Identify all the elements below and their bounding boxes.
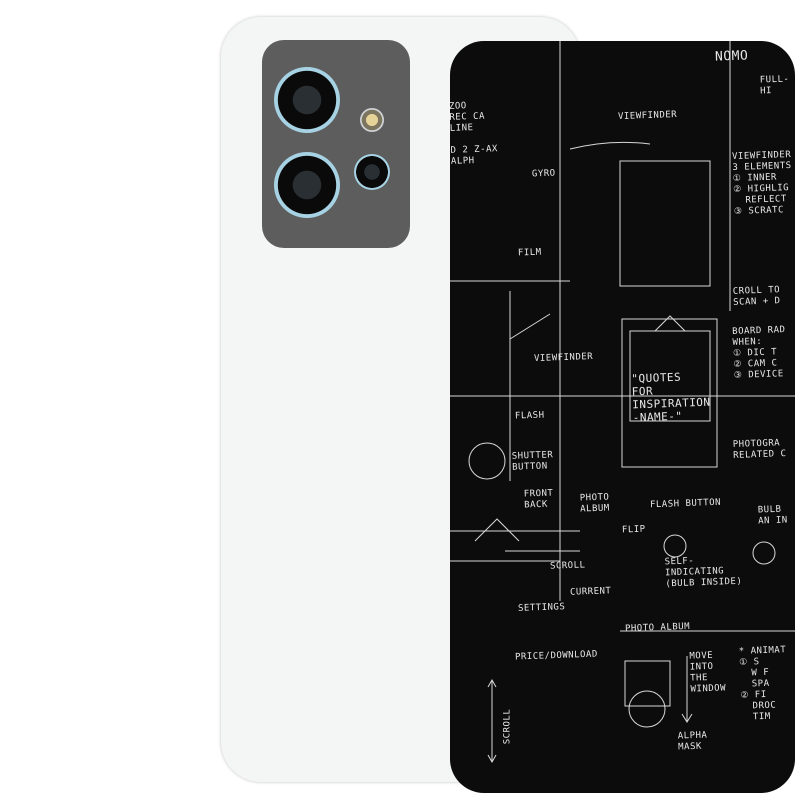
phone-case: NOMO FULL- HI VIEWFINDER VIEWFINDER 3 EL… xyxy=(221,17,795,793)
note-photograph: PHOTOGRA RELATED C xyxy=(732,438,787,461)
note-flip: FLIP xyxy=(621,524,646,536)
note-left: ZOO REC CA LINE D 2 Z-AX ALPH xyxy=(450,101,499,167)
note-scroll-vertical: SCROLL xyxy=(502,708,513,745)
note-flash: FLASH xyxy=(514,410,545,422)
note-full: FULL- HI xyxy=(759,74,790,97)
note-nomo: NOMO xyxy=(714,48,749,65)
note-settings: SETTINGS xyxy=(517,602,566,614)
note-film: FILM xyxy=(517,247,542,259)
note-photo-album-small: PHOTO ALBUM xyxy=(579,492,610,515)
note-front-back: FRONT BACK xyxy=(523,488,554,511)
note-current: CURRENT xyxy=(569,586,612,598)
note-viewfinder-mid: VIEWFINDER xyxy=(533,351,594,365)
case-back-print: NOMO FULL- HI VIEWFINDER VIEWFINDER 3 EL… xyxy=(450,41,795,793)
macro-camera-lens xyxy=(354,154,390,190)
note-alpha-mask: ALPHA MASK xyxy=(677,730,708,753)
note-move: MOVE INTO THE WINDOW xyxy=(689,650,727,695)
note-board: BOARD RAD WHEN: ① DIC T ② CAM C ③ DEVICE xyxy=(732,325,786,381)
blueprint-sketch-lines xyxy=(450,41,795,764)
main-camera-lens xyxy=(274,67,340,133)
note-quotes: "QUOTES FOR INSPIRATION -NAME-" xyxy=(631,370,711,425)
note-viewfinder-list: VIEWFINDER 3 ELEMENTS ① INNER ② HIGHLIG … xyxy=(731,149,792,218)
note-gyro: GYRO xyxy=(531,168,556,180)
note-scroll-right: CROLL TO SCAN + D xyxy=(732,285,781,308)
note-bulb: BULB AN IN xyxy=(757,504,788,527)
ultrawide-camera-lens xyxy=(274,152,340,218)
camera-module xyxy=(262,40,410,248)
note-self-indicating: SELF- INDICATING (BULB INSIDE) xyxy=(664,556,743,590)
note-viewfinder-top: VIEWFINDER xyxy=(617,109,678,123)
note-photo-album: PHOTO ALBUM xyxy=(624,621,691,635)
note-scroll: SCROLL xyxy=(549,560,586,572)
note-animate: * ANIMAT ① S W F SPA ② FI DROC TIM xyxy=(738,645,787,723)
note-shutter: SHUTTER BUTTON xyxy=(511,450,554,473)
flash-icon xyxy=(360,108,384,132)
